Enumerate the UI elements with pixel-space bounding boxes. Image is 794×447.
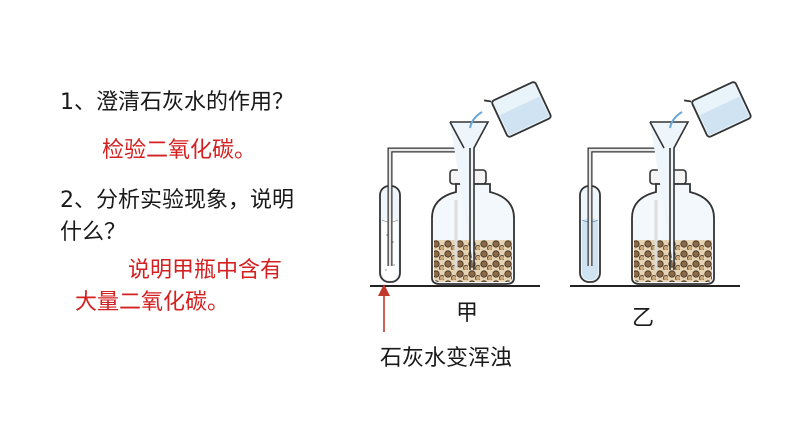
annotation-arrow: [378, 284, 390, 332]
annotation-text: 石灰水变浑浊: [380, 346, 513, 371]
label-yi: 乙: [632, 306, 655, 331]
funnel-yi: [649, 121, 690, 270]
experiment-diagram: [370, 81, 752, 332]
answer-1: 检验二氧化碳。: [102, 138, 257, 163]
answer-2-line2: 大量二氧化碳。: [75, 290, 230, 315]
funnel-jia: [449, 121, 490, 270]
setup-jia: [370, 81, 552, 287]
beaker-yi: [683, 81, 752, 138]
answer-2-line1: 说明甲瓶中含有: [128, 258, 283, 283]
question-2-line2: 什么？: [60, 220, 127, 245]
bottle-jia: [431, 169, 515, 285]
question-1: 1、澄清石灰水的作用？: [60, 90, 294, 115]
setup-yi: [570, 81, 752, 287]
question-2-line1: 2、分析实验现象，说明: [60, 188, 294, 213]
label-jia: 甲: [456, 301, 479, 326]
beaker-jia: [483, 81, 552, 138]
